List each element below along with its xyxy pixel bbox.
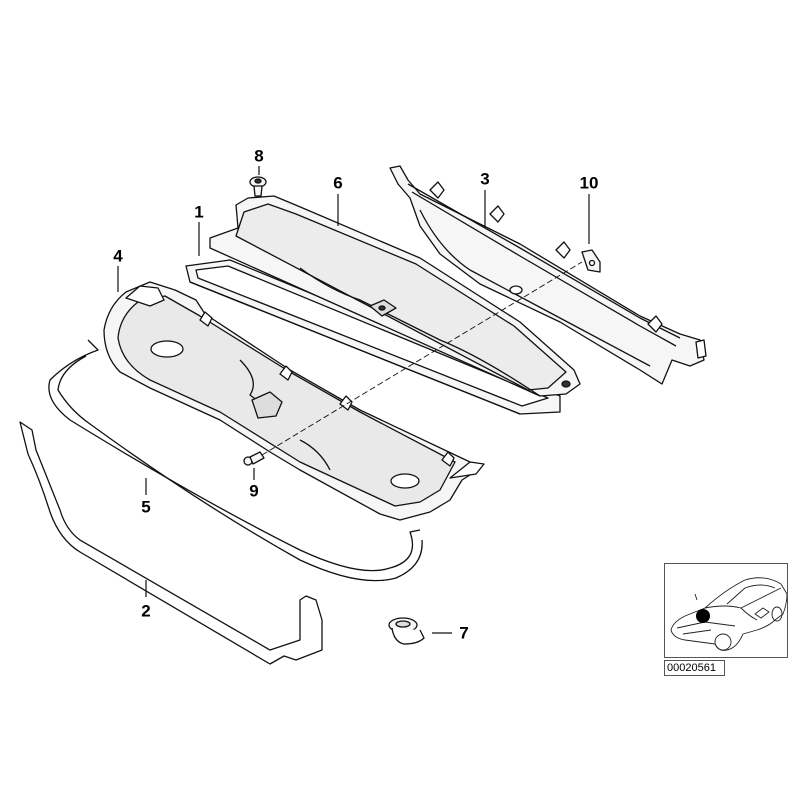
callout-9: 9 xyxy=(249,481,259,501)
callout-6: 6 xyxy=(333,173,343,193)
callout-5: 5 xyxy=(141,497,151,517)
location-marker xyxy=(696,609,710,623)
callout-8: 8 xyxy=(254,146,264,166)
callout-3: 3 xyxy=(480,169,490,189)
car-location-icon xyxy=(670,577,787,651)
vehicle-location-thumbnail xyxy=(664,563,788,658)
part-1-seal xyxy=(185,259,561,415)
part-10-clip-nut xyxy=(581,249,601,273)
part-3-bracket xyxy=(389,165,707,385)
assembly-line xyxy=(261,261,583,456)
diagram-reference-id: 00020561 xyxy=(664,660,725,676)
callout-1: 1 xyxy=(194,202,204,222)
leader-lines xyxy=(117,166,590,634)
part-9-screw xyxy=(243,451,265,466)
part-6-cowl-cover xyxy=(209,195,581,397)
part-8-push-rivet xyxy=(249,176,267,197)
callout-4: 4 xyxy=(113,246,123,266)
callout-2: 2 xyxy=(141,601,151,621)
part-4-cowl-tray xyxy=(103,281,485,521)
callout-7: 7 xyxy=(459,623,469,643)
part-2-brace xyxy=(19,421,323,665)
callout-10: 10 xyxy=(579,173,599,193)
part-7-grommet xyxy=(388,617,425,645)
part-5-gasket xyxy=(48,339,423,582)
